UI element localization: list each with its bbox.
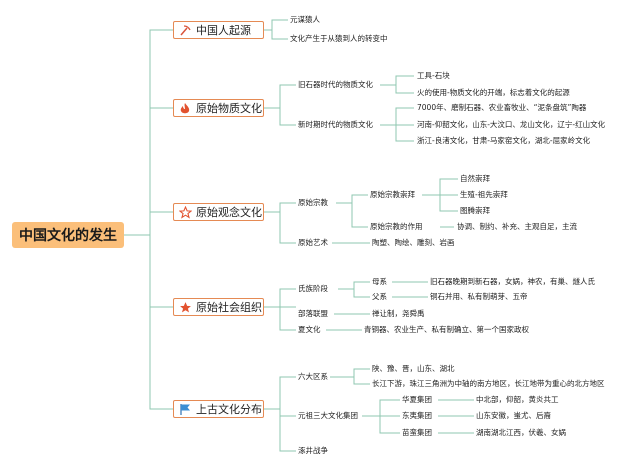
connector-society [264, 288, 296, 331]
worship-item: 图腾崇拜 [460, 206, 490, 215]
old-stone-item: 火的使用-物质文化的开端，标志着文化的起源 [417, 88, 570, 97]
connector-origin [264, 19, 288, 40]
group-name: 苗蛮集团 [402, 428, 432, 437]
pick-icon [178, 23, 192, 37]
group-text: 中北部，仰韶，黄炎共工 [476, 395, 559, 404]
connector-religion [336, 194, 368, 228]
old-stone-node: 旧石器时代的物质文化 [298, 80, 373, 89]
six-regions-item: 陕、豫、晋，山东、湖北 [372, 364, 455, 373]
three-groups-node: 元祖三大文化集团 [298, 411, 358, 420]
connector-root-origin [124, 29, 173, 236]
group-name: 华夏集团 [402, 395, 432, 404]
connector-worship [422, 178, 458, 212]
new-stone-item: 河南-仰韶文化，山东-大汶口、龙山文化，辽宁-红山文化 [417, 120, 606, 129]
connector-root-distribution [149, 235, 173, 410]
group-text: 山东安徽，蚩尤、后裔 [476, 411, 551, 420]
connector-distribution [264, 376, 296, 452]
role-text: 协调、制约、补充、主观自足，主流 [457, 222, 577, 231]
group-text: 湖南湖北江西，伏羲、女娲 [476, 428, 566, 437]
connector-material [264, 84, 296, 126]
new-stone-node: 新时期时代的物质文化 [298, 120, 373, 129]
war-node: 涿井战争 [298, 446, 328, 455]
fire-icon [178, 101, 192, 115]
patri-text: 铜石并用、私有制萌芽、五帝 [430, 292, 528, 301]
category-origin[interactable]: 中国人起源 [173, 21, 264, 39]
new-stone-item: 浙江-良渚文化，甘肃-马家窑文化，湖北-屈家岭文化 [417, 136, 591, 145]
star-filled-icon [178, 300, 192, 314]
patri-node: 父系 [372, 292, 387, 301]
star-outline-icon [178, 205, 192, 219]
group-name: 东夷集团 [402, 411, 432, 420]
religion-node: 原始宗教 [298, 198, 328, 207]
connector-old-stone [380, 75, 414, 94]
connector-new-stone [380, 107, 414, 142]
category-society[interactable]: 原始社会组织 [173, 298, 264, 316]
six-regions-node: 六大区系 [298, 372, 328, 381]
category-distribution[interactable]: 上古文化分布 [173, 400, 264, 418]
tribe-node: 部落联盟 [298, 309, 328, 318]
connector-clan-text [392, 281, 428, 298]
art-node: 原始艺术 [298, 238, 328, 247]
clan-node: 氏族阶段 [298, 284, 328, 293]
worship-node: 原始宗教崇拜 [370, 190, 415, 199]
six-regions-item: 长江下游，珠江三角洲为中轴的南方地区，长江地带为重心的北方地区 [372, 379, 605, 388]
xia-text: 青铜器、农业生产、私有制确立、第一个国家政权 [364, 325, 529, 334]
tribe-text: 禅让制，尧舜禹 [372, 309, 425, 318]
connector-clan [338, 281, 370, 298]
matri-node: 母系 [372, 277, 387, 286]
origin-item: 元谋猿人 [290, 15, 320, 24]
worship-item: 生殖-祖先崇拜 [460, 190, 508, 199]
category-label: 原始社会组织 [196, 301, 262, 314]
category-label: 原始观念文化 [196, 206, 262, 219]
flag-icon [178, 402, 192, 416]
category-material[interactable]: 原始物质文化 [173, 99, 264, 117]
root-node[interactable]: 中国文化的发生 [12, 222, 124, 248]
matri-text: 旧石器晚期到新石器，女娲，神农，有巢、燧人氏 [430, 277, 595, 286]
category-label: 上古文化分布 [196, 403, 262, 416]
connector-three [362, 399, 400, 434]
old-stone-item: 工具-石块 [417, 71, 450, 80]
connector-six [330, 368, 370, 385]
category-ideas[interactable]: 原始观念文化 [173, 203, 264, 221]
role-node: 原始宗教的作用 [370, 222, 423, 231]
connector-groups [438, 399, 474, 434]
connector-ideas [264, 202, 296, 244]
category-label: 中国人起源 [196, 24, 251, 37]
category-label: 原始物质文化 [196, 102, 262, 115]
worship-item: 自然崇拜 [460, 174, 490, 183]
art-text: 陶塑、陶绘、雕刻、岩画 [372, 238, 455, 247]
origin-item: 文化产生于从猿到人的转变中 [290, 34, 388, 43]
new-stone-item: 7000年、磨制石器、农业畜牧业、“泥条盘筑”陶器 [417, 103, 587, 112]
root-label: 中国文化的发生 [19, 228, 117, 244]
xia-node: 夏文化 [298, 325, 321, 334]
